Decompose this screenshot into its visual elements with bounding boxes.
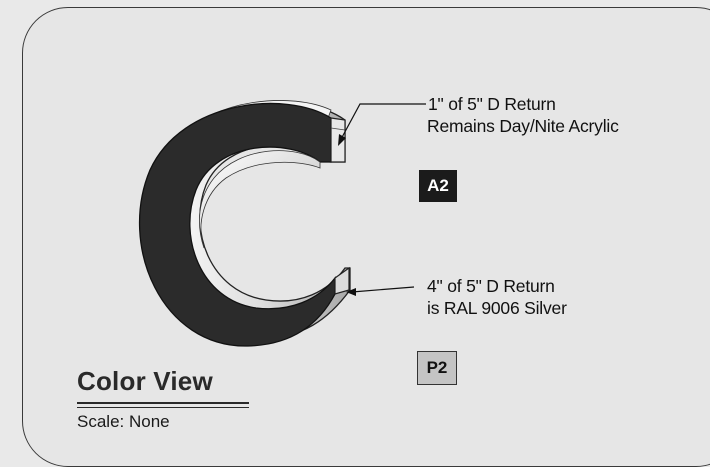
top-callout-line-2: Remains Day/Nite Acrylic: [427, 116, 619, 136]
bottom-leader-line: [351, 286, 415, 293]
letter-bottom-endcap: [334, 266, 350, 295]
finish-tag-p2: P2: [417, 351, 457, 385]
letter-face: [138, 102, 336, 347]
view-title: Color View: [77, 366, 213, 396]
top-leader-line: [339, 103, 426, 142]
top-leader-arrow: [338, 134, 346, 146]
letter-top-endcap: [330, 117, 346, 163]
drawing-frame: [22, 7, 710, 467]
letter-inner-return: [199, 150, 321, 249]
scale-label: Scale: None: [77, 412, 170, 431]
bottom-leader-arrow: [346, 288, 356, 296]
finish-tag-a2: A2: [419, 170, 457, 202]
channel-letter-c-illustration: [138, 100, 426, 347]
title-underline-thin: [77, 407, 249, 408]
bottom-callout-line-2: is RAL 9006 Silver: [427, 298, 567, 318]
title-underline: [77, 402, 249, 404]
bottom-callout-line-1: 4" of 5" D Return: [427, 276, 555, 296]
top-callout-line-1: 1" of 5" D Return: [428, 94, 556, 114]
